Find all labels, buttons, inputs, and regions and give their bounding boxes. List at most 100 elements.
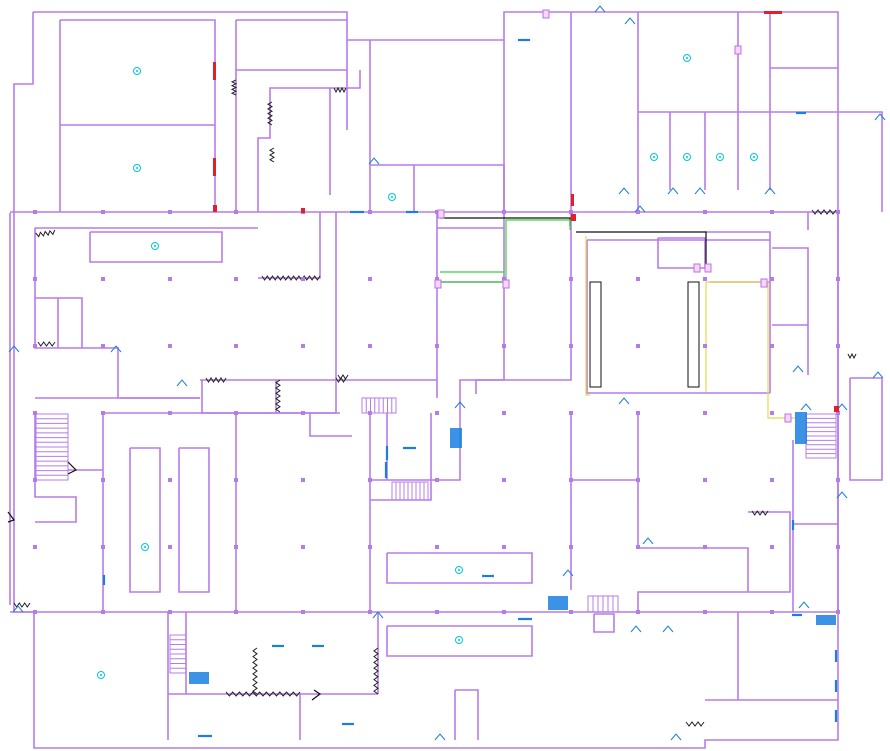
ceiling-fixture-icon [141, 543, 149, 551]
column-marker [368, 478, 372, 482]
door-swing-icon [176, 379, 188, 387]
column-marker [836, 344, 840, 348]
zigzag-symbol [225, 691, 301, 697]
column-marker [569, 478, 573, 482]
wall-segment [258, 212, 321, 279]
column-marker [770, 610, 774, 614]
column-marker [33, 210, 37, 214]
column-marker [703, 344, 707, 348]
ceiling-fixture-icon [97, 671, 105, 679]
column-marker [836, 478, 840, 482]
zigzag-symbol [205, 377, 227, 383]
column-marker [636, 545, 640, 549]
column-marker [234, 344, 238, 348]
column-marker [301, 344, 305, 348]
column-marker [569, 277, 573, 281]
ceiling-fixture-icon [750, 153, 758, 161]
column-marker [168, 610, 172, 614]
ceiling-fixture-icon [133, 164, 141, 172]
door-swing-icon [12, 605, 24, 613]
column-marker [33, 478, 37, 482]
device-tag [502, 279, 510, 289]
door-swing-icon [110, 345, 122, 353]
device-tag [734, 45, 742, 55]
wall-segment [34, 413, 77, 523]
wall-segment [34, 228, 200, 399]
ceiling-fixture-icon [388, 193, 396, 201]
column-marker [703, 610, 707, 614]
wall-segment [849, 377, 883, 481]
wall-segment [369, 40, 505, 212]
column-marker [101, 277, 105, 281]
ceiling-fixture-icon [455, 566, 463, 574]
column-marker [301, 610, 305, 614]
column-marker [435, 277, 439, 281]
ceiling-fixture-icon [716, 153, 724, 161]
door-swing-icon [630, 625, 642, 633]
ceiling-fixture-icon [683, 54, 691, 62]
column-marker [435, 344, 439, 348]
zigzag-symbol [335, 377, 347, 383]
ceiling-fixture-dot [458, 569, 460, 571]
ceiling-fixture-dot [154, 245, 156, 247]
column-marker [301, 545, 305, 549]
hatched-equipment [816, 615, 836, 625]
zigzag-symbol [811, 209, 837, 215]
wall-segment [89, 231, 223, 263]
device-tag [437, 209, 445, 219]
door-swing-icon [670, 733, 682, 741]
wall-segment [459, 212, 505, 398]
column-marker [168, 344, 172, 348]
zigzag-symbol [333, 86, 347, 94]
zigzag-layer [13, 79, 857, 727]
column-marker [770, 210, 774, 214]
column-marker [168, 210, 172, 214]
door-swing-icon [454, 401, 466, 409]
wall-segment [386, 552, 533, 584]
column-marker [234, 610, 238, 614]
column-marker [502, 344, 506, 348]
column-marker [101, 610, 105, 614]
column-marker [234, 210, 238, 214]
ceiling-fixture-icon [683, 153, 691, 161]
column-marker [636, 411, 640, 415]
column-marker [636, 210, 640, 214]
alarm-marker [301, 208, 305, 213]
column-marker [301, 411, 305, 415]
column-marker [502, 478, 506, 482]
zigzag-symbol [373, 647, 379, 695]
green-route [440, 219, 571, 283]
alarm-marker [764, 11, 782, 14]
yellow-route [585, 236, 590, 396]
column-marker [770, 411, 774, 415]
wall-segment [200, 379, 277, 414]
wall-segment [705, 231, 771, 280]
column-marker [836, 210, 840, 214]
door-swing-icon [642, 537, 654, 545]
column-marker [569, 210, 573, 214]
column-marker [435, 210, 439, 214]
door-swing-icon [624, 17, 636, 25]
alarm-marker [213, 158, 216, 176]
zigzag-symbol [13, 602, 31, 608]
column-marker [435, 610, 439, 614]
wall-segment [637, 480, 749, 592]
column-marker [636, 478, 640, 482]
zigzag-symbol [266, 101, 274, 126]
column-marker [636, 344, 640, 348]
wall-segment [593, 613, 615, 633]
black-route [576, 231, 707, 272]
wall-segment [330, 70, 361, 89]
wall-segment [178, 447, 210, 593]
column-marker [569, 411, 573, 415]
zigzag-symbol [337, 374, 349, 380]
column-marker [636, 610, 640, 614]
door-swing-icon [594, 5, 606, 13]
zigzag-symbol [35, 229, 56, 238]
column-marker [301, 277, 305, 281]
door-swing-icon [634, 205, 646, 213]
door-swing-icon [662, 625, 674, 633]
column-marker [234, 478, 238, 482]
hatched-equipment [450, 428, 462, 448]
column-marker [368, 411, 372, 415]
